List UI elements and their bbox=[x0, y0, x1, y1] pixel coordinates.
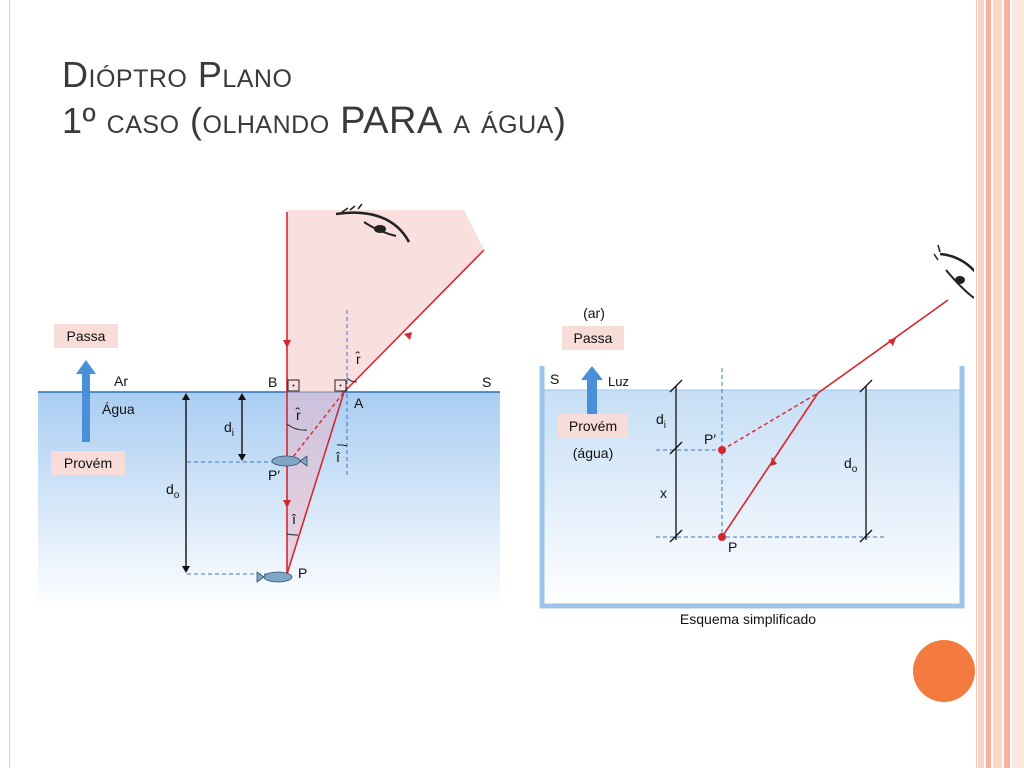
right-label-ar: (ar) bbox=[583, 305, 605, 321]
left-fish-icon-image bbox=[271, 455, 308, 467]
right-simplified-diagram: (ar) Passa S Luz Provém (água) di P′ x d… bbox=[526, 240, 974, 632]
left-provem-label: Provém bbox=[64, 455, 112, 471]
orange-circle-decoration bbox=[913, 640, 975, 702]
slide-frame bbox=[9, 0, 977, 768]
left-right-angle-A bbox=[334, 379, 347, 392]
right-label-S: S bbox=[550, 371, 559, 387]
left-label-ar: Ar bbox=[114, 373, 128, 389]
left-label-di: di bbox=[224, 419, 234, 439]
left-arc-i-right bbox=[336, 444, 348, 447]
title-line-2-end: a água) bbox=[442, 100, 567, 141]
left-label-r-top: r̂ bbox=[355, 350, 361, 367]
left-label-S: S bbox=[482, 374, 491, 390]
left-provem-badge bbox=[51, 451, 125, 475]
left-passa-label: Passa bbox=[67, 328, 106, 344]
left-arc-i-bottom bbox=[286, 533, 299, 536]
left-label-i-bottom: î bbox=[291, 511, 297, 527]
right-caption: Esquema simplificado bbox=[680, 611, 816, 627]
left-label-pprime: P′ bbox=[268, 467, 280, 483]
right-eye-icon bbox=[933, 244, 974, 299]
right-tank bbox=[539, 366, 965, 609]
right-blue-arrow-head bbox=[581, 366, 603, 380]
left-blue-arrow-head bbox=[76, 360, 96, 374]
right-virtual-ray bbox=[721, 392, 819, 451]
right-provem-badge bbox=[558, 414, 628, 438]
right-label-x: x bbox=[660, 485, 667, 501]
slide-title: Dióptro Plano 1º caso (olhando PARA a ág… bbox=[62, 52, 566, 144]
left-fish-icon-object bbox=[256, 571, 293, 583]
right-label-do: do bbox=[844, 455, 858, 475]
right-label-pprime: P′ bbox=[704, 431, 716, 447]
left-refracted-ray-air bbox=[343, 249, 485, 393]
left-label-r-bottom: r̂ bbox=[295, 406, 301, 423]
right-refracted-ray-water bbox=[721, 392, 819, 538]
left-refracted-ray-water bbox=[286, 391, 345, 575]
right-provem-label: Provém bbox=[569, 418, 617, 434]
left-ray-arrow-3 bbox=[404, 332, 412, 340]
left-water-cone bbox=[287, 392, 342, 572]
right-ray-arrow-1 bbox=[770, 457, 777, 466]
left-virtual-ray bbox=[288, 391, 345, 463]
right-point-P bbox=[718, 533, 726, 541]
left-arc-r-bottom bbox=[286, 423, 308, 431]
right-label-luz: Luz bbox=[608, 374, 629, 389]
right-blue-arrow-shaft bbox=[587, 378, 597, 420]
left-label-P: P bbox=[298, 565, 307, 581]
right-label-P: P bbox=[728, 539, 737, 555]
right-ray-arrow-2 bbox=[888, 338, 896, 346]
left-label-i-right: î bbox=[335, 449, 341, 465]
right-point-pprime bbox=[718, 446, 726, 454]
right-label-agua: (água) bbox=[573, 445, 613, 461]
right-label-di: di bbox=[656, 411, 666, 431]
right-passa-badge bbox=[562, 326, 624, 350]
title-line-1: Dióptro Plano bbox=[62, 54, 293, 95]
left-ray-arrow-1 bbox=[283, 500, 291, 508]
left-arc-r-top bbox=[346, 377, 358, 383]
title-line-2: 1º caso (olhando PARA a água) bbox=[62, 98, 566, 144]
left-label-do: do bbox=[166, 481, 180, 501]
left-refraction-diagram: Passa Provém Ar Água B A S r̂ r̂ î î P′ … bbox=[24, 200, 530, 640]
right-refracted-ray-air bbox=[817, 299, 949, 394]
title-line-2-start: 1º caso (olhando bbox=[62, 100, 341, 141]
left-blue-arrow-shaft bbox=[82, 372, 90, 442]
right-passa-label: Passa bbox=[574, 330, 613, 346]
left-label-A: A bbox=[354, 395, 364, 411]
title-line-2-emphasis: PARA bbox=[340, 100, 443, 142]
left-passa-badge bbox=[54, 324, 118, 348]
left-label-B: B bbox=[268, 374, 277, 390]
left-right-angle-B bbox=[287, 379, 300, 392]
left-ray-arrow-2 bbox=[283, 340, 291, 348]
decorative-stripes bbox=[978, 0, 1024, 768]
left-light-cone bbox=[287, 210, 484, 392]
left-eye-icon bbox=[335, 203, 411, 243]
left-label-agua: Água bbox=[102, 401, 135, 417]
